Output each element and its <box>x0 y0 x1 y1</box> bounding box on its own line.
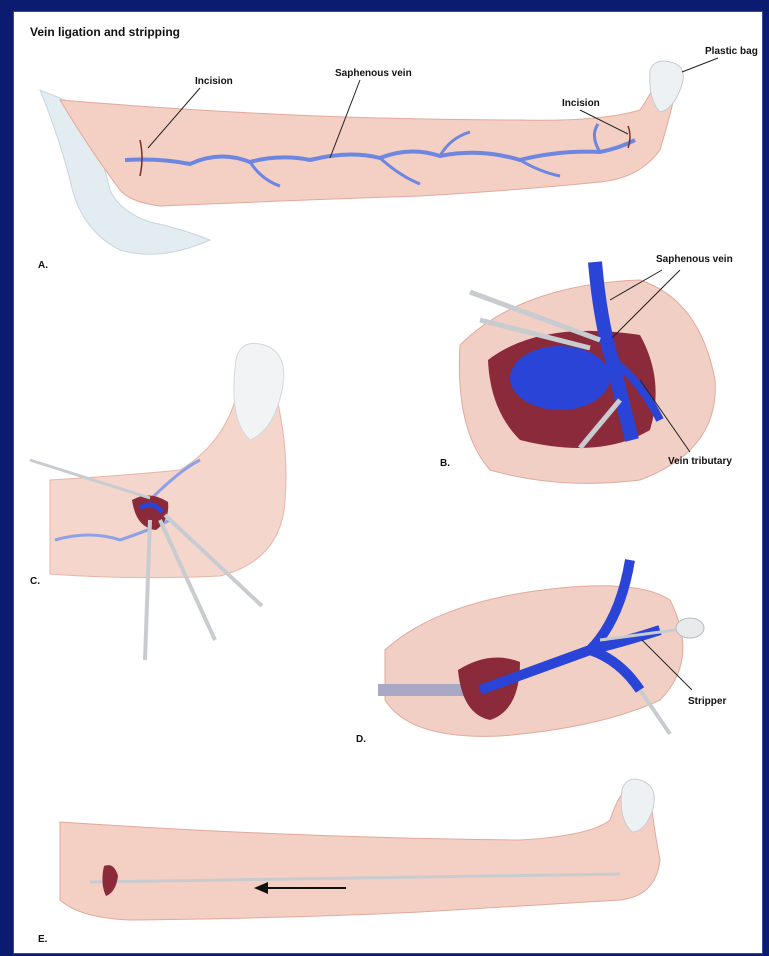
panel-letter-c: C. <box>30 576 40 587</box>
leg-section-d <box>385 586 683 737</box>
label-incision-left: Incision <box>195 76 233 87</box>
plastic-bag <box>650 61 684 112</box>
panel-letter-e: E. <box>38 934 48 945</box>
panel-letter-b: B. <box>440 458 450 469</box>
label-plastic-bag: Plastic bag <box>705 46 758 57</box>
panel-a: Incision Saphenous vein Incision Plastic… <box>38 46 758 271</box>
leader-line <box>682 58 718 72</box>
page-title: Vein ligation and stripping <box>30 25 180 39</box>
label-saphenous-vein-a: Saphenous vein <box>335 68 412 79</box>
panel-letter-a: A. <box>38 260 48 271</box>
panel-b: Saphenous vein Vein tributary B. <box>440 254 733 483</box>
label-incision-right: Incision <box>562 98 600 109</box>
panel-d: Stripper D. <box>356 560 726 745</box>
label-saphenous-vein-b: Saphenous vein <box>656 254 733 265</box>
leg-a <box>60 68 680 206</box>
exposed-vein-pool <box>510 346 610 410</box>
panel-letter-d: D. <box>356 734 366 745</box>
stripper-head <box>676 618 704 638</box>
label-stripper: Stripper <box>688 696 726 707</box>
stripped-vein-channel <box>378 684 468 696</box>
panel-c: C. <box>30 343 286 660</box>
label-vein-tributary: Vein tributary <box>668 456 732 467</box>
leg-e <box>60 788 660 920</box>
panel-e: E. <box>38 779 660 945</box>
